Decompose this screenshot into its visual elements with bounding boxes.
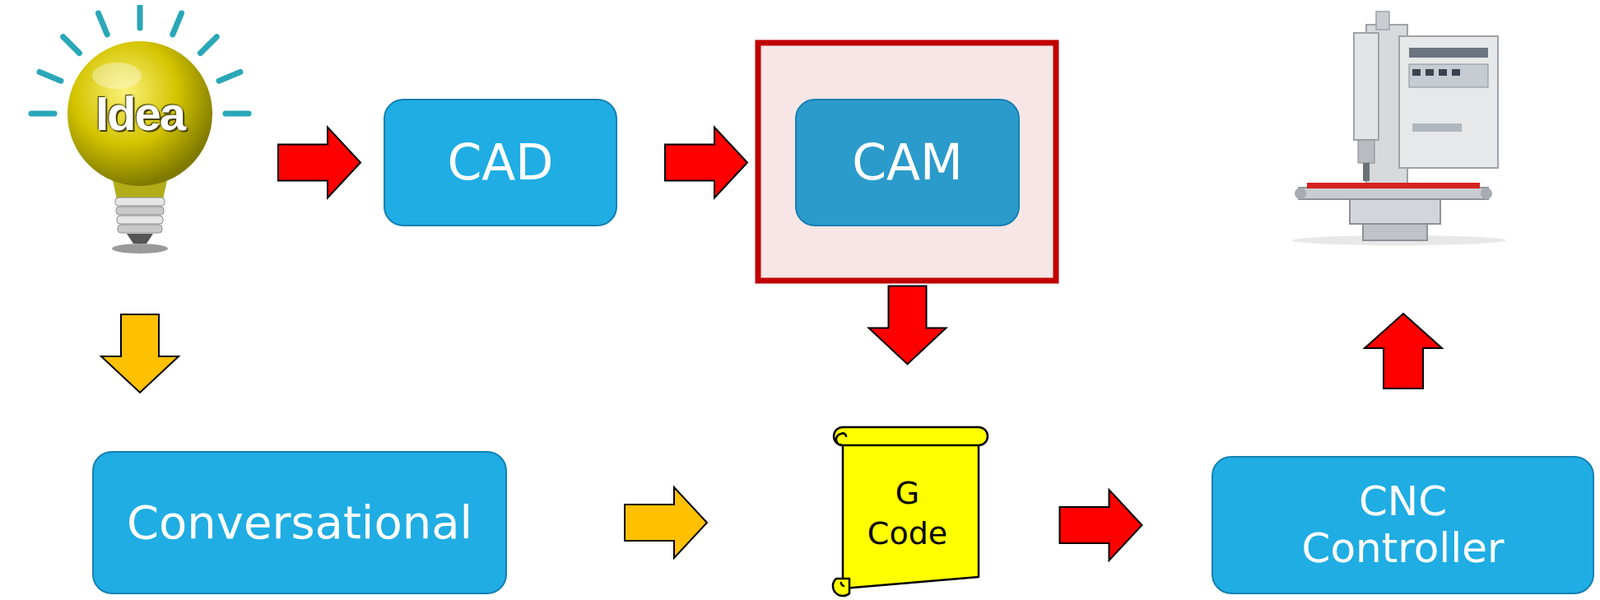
idea-bulb: Idea [24, 4, 256, 256]
node-label: Conversational [126, 496, 473, 549]
node-label: CAM [851, 134, 963, 191]
block-arrow [624, 487, 707, 559]
up-arrow [1364, 313, 1442, 389]
node-label: Idea [95, 85, 185, 141]
process-box: Conversational [92, 451, 507, 595]
block-arrow [1060, 489, 1143, 561]
block-arrow [278, 127, 361, 199]
cnc-mill-illustration [1292, 11, 1507, 246]
highlight-frame [758, 42, 1056, 281]
node-label: CAD [446, 134, 554, 191]
process-box: CAD [383, 98, 618, 227]
process-box: CNC Controller [1211, 455, 1595, 595]
process-box: CAM [795, 98, 1020, 227]
block-arrow [101, 314, 179, 393]
node-label: G Code [858, 473, 958, 555]
block-arrow [869, 286, 947, 365]
node-label: CNC Controller [1263, 478, 1544, 573]
scroll-outline [824, 423, 991, 599]
block-arrow [665, 127, 748, 199]
gcode-scroll: G Code [824, 423, 991, 599]
